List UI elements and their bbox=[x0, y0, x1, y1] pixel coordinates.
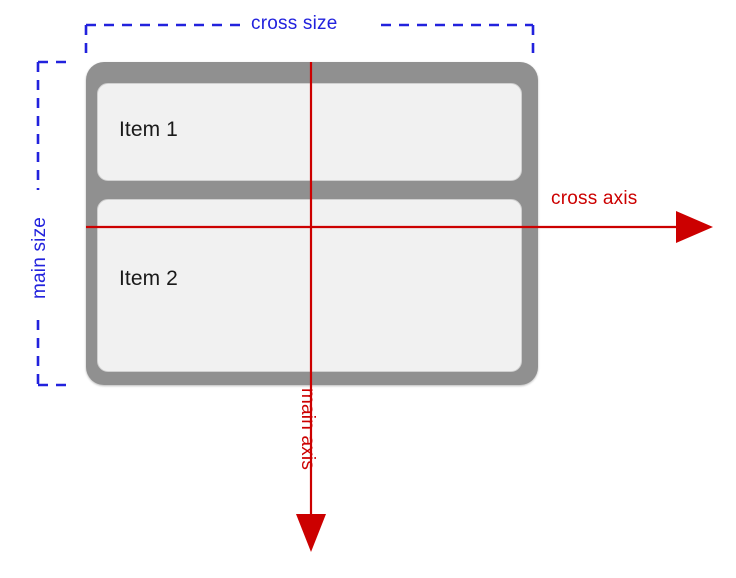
cross-axis-arrowhead-icon bbox=[676, 211, 713, 243]
cross-size-label: cross size bbox=[251, 13, 338, 34]
cross-size-bracket bbox=[84, 23, 535, 53]
main-axis-label: main axis bbox=[297, 388, 318, 471]
flex-item-2-label: Item 2 bbox=[119, 267, 178, 290]
main-size-bracket bbox=[36, 60, 68, 387]
cross-axis-arrow bbox=[86, 211, 713, 243]
flex-item-1-label: Item 1 bbox=[119, 118, 178, 141]
main-axis-arrowhead-icon bbox=[296, 514, 326, 552]
main-size-label: main size bbox=[29, 216, 50, 299]
main-axis-arrow bbox=[296, 62, 326, 552]
cross-axis-label: cross axis bbox=[551, 188, 638, 209]
flex-item-1: Item 1 bbox=[97, 83, 522, 181]
